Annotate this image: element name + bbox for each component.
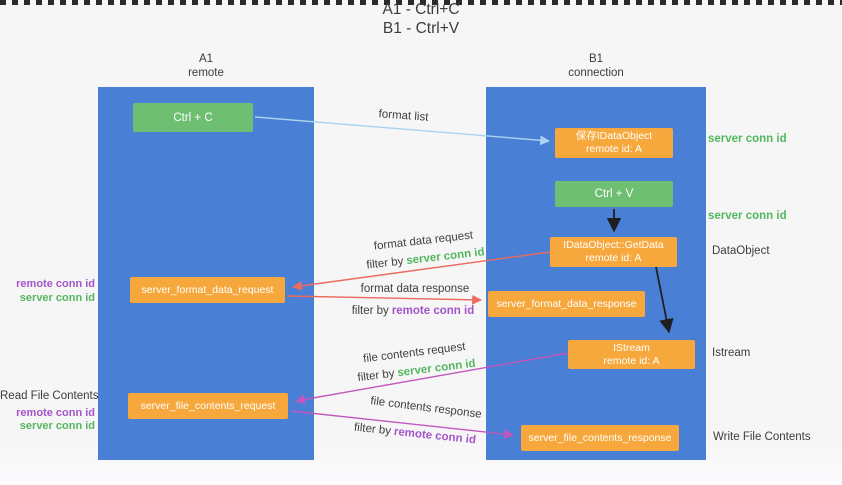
annotation-format-request-ids: remote conn id server conn id (0, 278, 95, 305)
title-line-ctrl-v: B1 - Ctrl+V (382, 20, 460, 37)
annotation-remote-conn-id-1: remote conn id (16, 278, 95, 290)
node-istream-line2: remote id: A (603, 354, 660, 367)
column-a1-subtitle: remote (188, 66, 224, 79)
annotation-write-file-contents: Write File Contents (713, 431, 811, 443)
node-file-request-label: server_file_contents_request (140, 399, 276, 412)
annotation-server-conn-id-2: server conn id (19, 420, 95, 432)
filter-by-text: filter by (365, 255, 405, 272)
node-ctrl-v: Ctrl + V (555, 181, 673, 207)
node-idataobject-getdata: IDataObject::GetData remote id: A (550, 237, 677, 267)
annotation-server-conn-id-ctrl-v: server conn id (708, 210, 787, 222)
annotation-read-file-contents: Read File Contents (0, 390, 99, 402)
node-server-format-data-response: server_format_data_response (488, 291, 645, 317)
filter-remote-conn-id-1: remote conn id (391, 305, 475, 317)
node-save-dataobject-line1: 保存IDataObject (575, 130, 653, 142)
node-istream: IStream remote id: A (568, 340, 695, 369)
node-getdata-line1: IDataObject::GetData (563, 239, 664, 251)
column-header-b1: B1 connection (486, 53, 706, 80)
phase-separator-dotted-line (0, 0, 842, 5)
node-server-file-contents-request: server_file_contents_request (128, 393, 288, 419)
annotation-remote-conn-id-2: remote conn id (16, 406, 95, 419)
annotation-file-request-ids: Read File Contents remote conn id server… (0, 390, 99, 434)
filter-by-text: filter by (351, 305, 389, 317)
filter-by-text: filter by (356, 367, 396, 385)
node-save-dataobject-line2: remote id: A (585, 143, 643, 155)
node-ctrl-c-label: Ctrl + C (173, 111, 213, 124)
node-server-file-contents-response: server_file_contents_response (521, 425, 679, 451)
label-format-list: format list (378, 108, 429, 124)
annotation-dataobject: DataObject (712, 245, 770, 257)
annotation-istream: Istream (712, 347, 751, 359)
diagram-title: A1 - Ctrl+C B1 - Ctrl+V (0, 0, 842, 38)
node-format-response-label: server_format_data_response (496, 297, 637, 310)
annotation-server-conn-id-top: server conn id (708, 133, 787, 145)
column-header-a1: A1 remote (98, 53, 314, 80)
node-getdata-line2: remote id: A (585, 252, 642, 264)
node-server-format-data-request: server_format_data_request (130, 277, 285, 303)
filter-remote-conn-id-2: remote conn id (393, 425, 477, 447)
filter-by-text: filter by (353, 421, 392, 438)
title-line-ctrl-c: A1 - Ctrl+C (382, 1, 460, 18)
column-b1-subtitle: connection (568, 66, 624, 79)
node-ctrl-c: Ctrl + C (133, 103, 253, 132)
annotation-server-conn-id-1: server conn id (19, 291, 95, 304)
node-format-request-label: server_format_data_request (141, 283, 274, 296)
node-save-dataobject: 保存IDataObject remote id: A (555, 128, 673, 158)
label-file-contents-response: file contents response (369, 395, 483, 421)
arrow-format-data-response (286, 294, 482, 305)
column-a1-name: A1 (198, 53, 214, 65)
label-format-data-response: format data response (360, 283, 470, 295)
column-b1-name: B1 (588, 53, 604, 65)
node-ctrl-v-label: Ctrl + V (594, 188, 634, 200)
node-istream-line1: IStream (613, 341, 650, 354)
node-file-response-label: server_file_contents_response (528, 431, 672, 444)
